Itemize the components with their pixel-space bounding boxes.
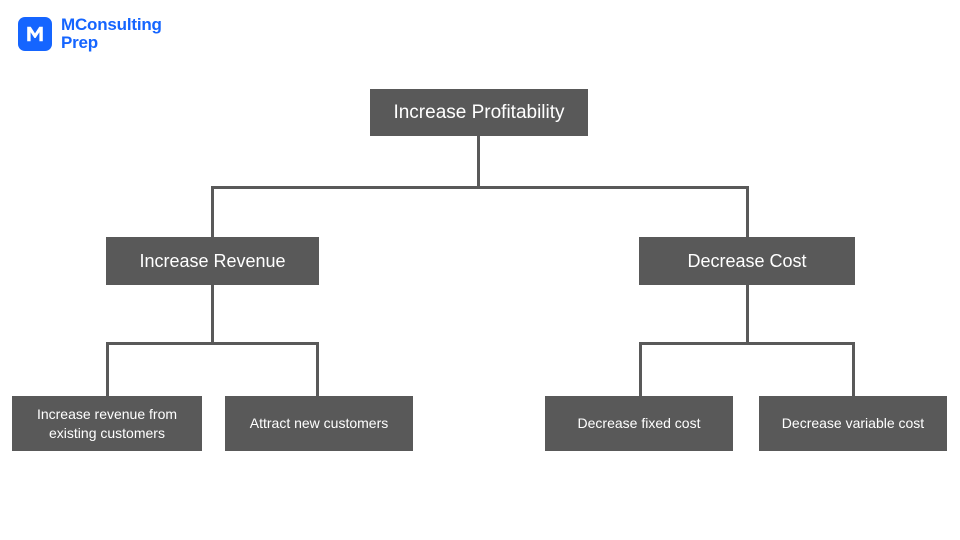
connector-to-increase-revenue-existing: [106, 342, 109, 396]
node-label: Attract new customers: [249, 415, 389, 432]
connector-increase-revenue-bus: [106, 342, 319, 345]
connector-to-attract-new-customers: [316, 342, 319, 396]
brand-name-line1: MConsulting: [61, 15, 162, 34]
node-increase-revenue-existing[interactable]: Increase revenue from existing customers: [12, 396, 202, 451]
brand-logo: MConsulting Prep: [18, 16, 162, 51]
connector-to-decrease-variable-cost: [852, 342, 855, 396]
connector-decrease-cost-bus: [639, 342, 855, 345]
node-label: Decrease fixed cost: [577, 415, 701, 432]
connector-to-decrease-cost: [746, 186, 749, 237]
node-decrease-fixed-cost[interactable]: Decrease fixed cost: [545, 396, 733, 451]
connector-root-stem: [477, 136, 480, 186]
node-label: Increase Profitability: [393, 101, 565, 123]
node-decrease-variable-cost[interactable]: Decrease variable cost: [759, 396, 947, 451]
connector-increase-revenue-stem: [211, 285, 214, 342]
node-attract-new-customers[interactable]: Attract new customers: [225, 396, 413, 451]
node-decrease-cost[interactable]: Decrease Cost: [639, 237, 855, 285]
brand-name-line2: Prep: [61, 32, 98, 52]
node-label: Decrease Cost: [687, 250, 807, 271]
connector-decrease-cost-stem: [746, 285, 749, 342]
node-increase-profitability[interactable]: Increase Profitability: [370, 89, 588, 136]
node-label: Increase revenue from existing customers: [36, 405, 178, 441]
node-label: Decrease variable cost: [781, 415, 925, 432]
connector-to-increase-revenue: [211, 186, 214, 237]
connector-to-decrease-fixed-cost: [639, 342, 642, 396]
node-label: Increase Revenue: [139, 250, 286, 271]
brand-name: MConsulting Prep: [61, 16, 162, 51]
node-increase-revenue[interactable]: Increase Revenue: [106, 237, 319, 285]
logo-mark-icon: [18, 16, 52, 51]
connector-level1-bus: [211, 186, 749, 189]
